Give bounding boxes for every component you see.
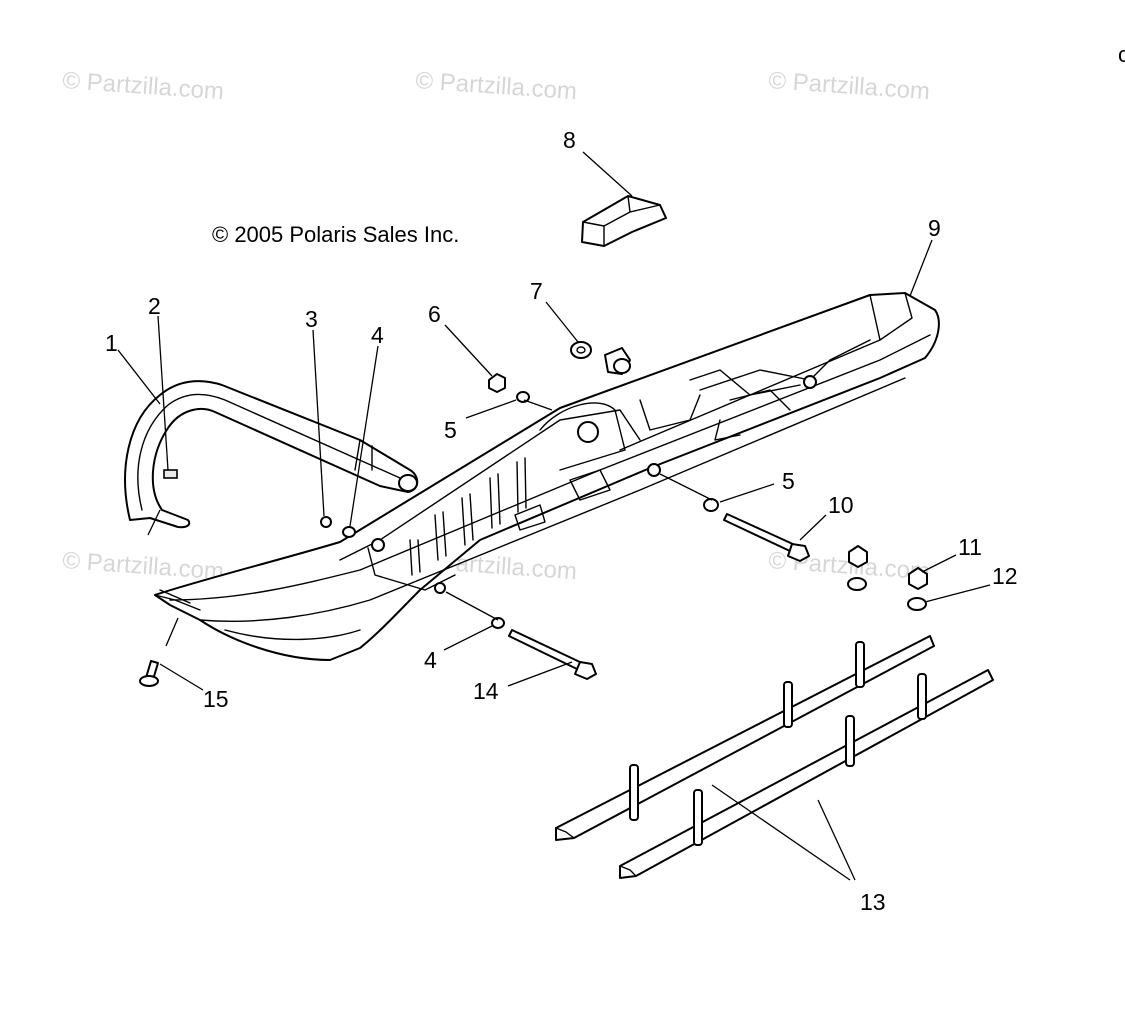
callout-labels: 1 2 3 4 5 6 7 8 9 10 11 12 13 14 15 5 4 [105, 127, 1018, 915]
callout-6: 6 [428, 301, 441, 327]
callout-4-second: 4 [424, 647, 437, 673]
part-13-carbide-runners [555, 635, 994, 879]
part-12-washer [907, 597, 927, 611]
part-2-clip [163, 469, 178, 479]
part-1-ski-handle [124, 380, 419, 529]
copyright-text: © 2005 Polaris Sales Inc. [212, 222, 459, 247]
part-8-wear-block [581, 195, 667, 247]
callout-4: 4 [371, 322, 384, 348]
part-6-nut [488, 373, 506, 393]
part-5-washer [703, 498, 719, 512]
callout-13: 13 [860, 889, 886, 915]
part-12-washer [847, 577, 867, 591]
callout-1: 1 [105, 330, 118, 356]
callout-11: 11 [958, 534, 982, 560]
part-7-washer-bushing [570, 341, 631, 375]
callout-5: 5 [444, 417, 457, 443]
callout-12: 12 [992, 563, 1018, 589]
part-14-bolt [508, 629, 597, 680]
ski-body [154, 292, 940, 661]
callout-7: 7 [530, 278, 543, 304]
callout-9: 9 [928, 215, 941, 241]
callout-10: 10 [828, 492, 854, 518]
callout-8: 8 [563, 127, 576, 153]
part-11-nut [908, 567, 928, 590]
callout-3: 3 [305, 306, 318, 332]
leader-lines [117, 151, 991, 881]
callout-15: 15 [203, 686, 229, 712]
part-3-nut [320, 516, 332, 528]
callout-2: 2 [148, 293, 161, 319]
callout-14: 14 [473, 678, 499, 704]
watermark: © Partzilla.com [768, 67, 931, 105]
part-11-nut [848, 545, 868, 568]
part-4-washer [342, 526, 356, 538]
part-4-washer [491, 617, 505, 629]
watermark: © Partzilla.com [415, 67, 578, 105]
edge-mark: c [1118, 42, 1125, 67]
watermark: © Partzilla.com [62, 547, 225, 585]
part-15-bolt [139, 660, 159, 687]
watermark: © Partzilla.com [62, 67, 225, 105]
part-10-bolt [723, 513, 810, 562]
callout-5-second: 5 [782, 468, 795, 494]
part-5-washer [516, 391, 530, 403]
